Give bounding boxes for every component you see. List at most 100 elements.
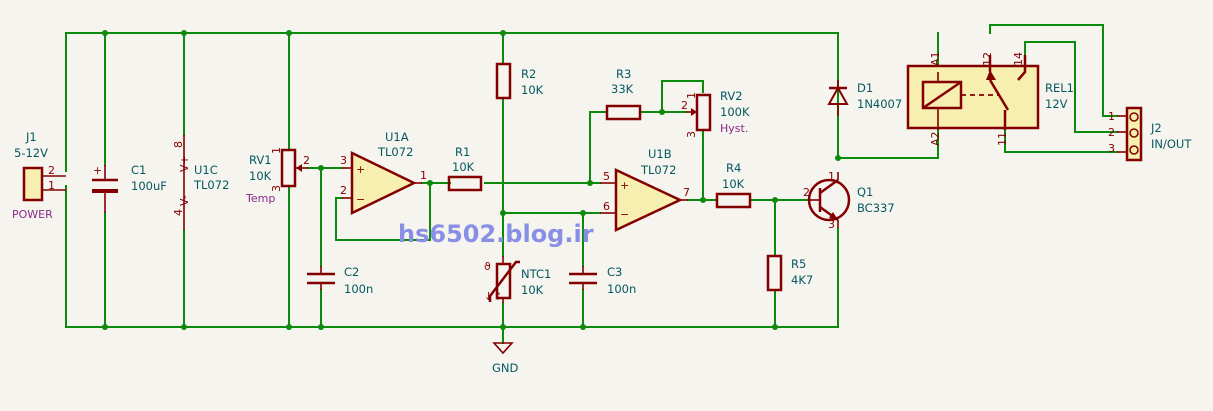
u1a-pin-3: 3 <box>340 154 347 167</box>
rv1-field: Temp <box>245 192 275 205</box>
u1b-pin-5: 5 <box>603 170 610 183</box>
potentiometer-rv2: 1 2 3 RV2 100K Hyst. <box>681 89 750 138</box>
u1c-pin-8: 8 <box>172 141 185 148</box>
ntc1-ref: NTC1 <box>521 267 551 281</box>
opamp-u1c-power: 8 4 V+ V- U1C TL072 <box>172 135 229 230</box>
u1b-ref: U1B <box>648 147 672 161</box>
rv2-value: 100K <box>720 105 750 119</box>
q1-pin-3: 3 <box>828 218 835 231</box>
resistor-r1: R1 10K <box>447 145 483 192</box>
c1-value: 100uF <box>131 179 167 193</box>
svg-text:−: − <box>620 208 629 221</box>
resistor-r3: R3 33K <box>605 67 642 121</box>
rv1-pin-2: 2 <box>303 154 310 167</box>
ground-label: GND <box>492 361 519 375</box>
c2-value: 100n <box>344 282 373 296</box>
u1a-pin-2: 2 <box>340 184 347 197</box>
u1b-pin-6: 6 <box>603 200 610 213</box>
r2-ref: R2 <box>521 67 536 81</box>
ntc1-value: 10K <box>521 283 544 297</box>
u1a-pin-1: 1 <box>420 169 427 182</box>
r4-value: 10K <box>722 177 745 191</box>
q1-pin-1: 1 <box>828 170 835 183</box>
j2-pin-2: 2 <box>1108 126 1115 139</box>
u1c-vplus: V+ <box>178 155 191 172</box>
j1-field: POWER <box>12 208 53 221</box>
rel1-pin-a2: A2 <box>929 131 942 146</box>
rel1-ref: REL1 <box>1045 81 1074 95</box>
ground-symbol: GND <box>492 342 519 375</box>
transistor-q1: 1 2 3 Q1 BC337 <box>803 170 895 231</box>
u1c-ref: U1C <box>194 163 218 177</box>
j2-ref: J2 <box>1150 121 1162 135</box>
rel1-value: 12V <box>1045 97 1068 111</box>
svg-text:ϑ: ϑ <box>484 260 491 273</box>
u1c-pin-4: 4 <box>172 209 185 216</box>
r1-value: 10K <box>452 160 475 174</box>
r4-ref: R4 <box>726 161 741 175</box>
c2-ref: C2 <box>344 265 359 279</box>
rv2-ref: RV2 <box>720 89 743 103</box>
rv2-pin-3: 3 <box>685 131 698 138</box>
r3-ref: R3 <box>616 67 631 81</box>
u1b-value: TL072 <box>640 163 676 177</box>
rel1-pin-a1: A1 <box>929 51 942 66</box>
r1-ref: R1 <box>455 145 470 159</box>
thermistor-ntc1: ϑ ↓↑ NTC1 10K <box>484 256 551 303</box>
rel1-pin-14: 14 <box>1012 52 1025 66</box>
resistor-r5: R5 4K7 <box>766 254 813 292</box>
capacitor-c2: C2 100n <box>307 265 373 296</box>
c1-ref: C1 <box>131 163 146 177</box>
j1-pin-2: 2 <box>48 164 55 177</box>
junctions <box>102 30 841 330</box>
q1-pin-2: 2 <box>803 186 810 199</box>
rel1-pin-12: 12 <box>981 52 994 66</box>
capacitor-c1: + C1 100uF <box>92 163 167 213</box>
wires <box>65 24 1118 344</box>
svg-text:+: + <box>356 163 365 176</box>
c1-plus: + <box>93 164 102 177</box>
capacitor-c3: C3 100n <box>569 265 636 296</box>
potentiometer-rv1: 1 2 3 RV1 10K Temp <box>245 147 310 205</box>
rv1-value: 10K <box>249 169 272 183</box>
c3-ref: C3 <box>607 265 622 279</box>
j1-pin-1: 1 <box>48 179 55 192</box>
r5-value: 4K7 <box>791 273 813 287</box>
rv1-pin-3: 3 <box>270 185 283 192</box>
svg-text:↓↑: ↓↑ <box>484 290 502 303</box>
opamp-u1b: + − 5 6 7 U1B TL072 <box>600 147 690 232</box>
connector-j2: 1 2 3 J2 IN/OUT <box>1108 106 1192 162</box>
c3-value: 100n <box>607 282 636 296</box>
j1-value: 5-12V <box>14 146 48 160</box>
resistor-r4: R4 10K <box>715 161 752 209</box>
connector-j1: 2 1 J1 5-12V POWER <box>12 130 66 221</box>
rv2-pin-2: 2 <box>681 99 688 112</box>
r2-value: 10K <box>521 83 544 97</box>
u1c-value: TL072 <box>193 178 229 192</box>
rel1-pin-11: 11 <box>996 132 1009 146</box>
u1a-ref: U1A <box>385 130 409 144</box>
q1-ref: Q1 <box>857 185 873 199</box>
rv1-pin-1: 1 <box>270 147 283 154</box>
rv2-field: Hyst. <box>720 122 748 135</box>
diode-d1: D1 1N4007 <box>827 80 902 116</box>
opamp-u1a: + − 3 2 1 U1A TL072 <box>340 130 427 215</box>
d1-value: 1N4007 <box>857 97 902 111</box>
j2-pin-3: 3 <box>1108 142 1115 155</box>
u1c-vminus: V- <box>178 195 191 206</box>
u1b-pin-7: 7 <box>683 186 690 199</box>
rv2-pin-1: 1 <box>685 92 698 99</box>
u1a-value: TL072 <box>377 145 413 159</box>
d1-ref: D1 <box>857 81 873 95</box>
r3-value: 33K <box>611 82 634 96</box>
resistor-r2: R2 10K <box>495 62 544 100</box>
j2-value: IN/OUT <box>1151 137 1192 151</box>
j2-pin-1: 1 <box>1108 110 1115 123</box>
rv1-ref: RV1 <box>249 153 272 167</box>
svg-text:−: − <box>356 193 365 206</box>
relay-rel1: A1 A2 12 14 11 REL1 12V <box>906 51 1074 146</box>
q1-value: BC337 <box>857 201 895 215</box>
r5-ref: R5 <box>791 257 806 271</box>
j1-ref: J1 <box>25 130 37 144</box>
